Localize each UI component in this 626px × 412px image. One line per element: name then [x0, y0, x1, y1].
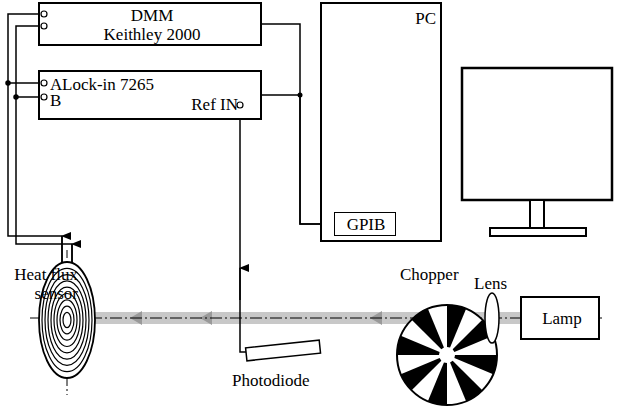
photodiode [240, 108, 321, 361]
part-label: Lens [474, 275, 507, 294]
node-text: Keithley 2000 [104, 26, 201, 45]
node-text: Lamp [542, 310, 582, 329]
lamp-box: Lamp [520, 296, 600, 340]
part-label: Photodiode [232, 372, 309, 391]
sensor-wires [6, 14, 72, 262]
lens [485, 293, 499, 343]
node-text: PC [415, 10, 436, 29]
part-label: Heat flux sensor [2, 266, 78, 303]
instrument-box: Lock-in 7265ABRef IN [38, 70, 262, 120]
node-text: Ref IN [191, 96, 238, 115]
junction-dot [298, 93, 303, 98]
instrument-box: DMMKeithley 2000 [38, 2, 262, 46]
node-text: B [50, 92, 61, 111]
monitor [462, 68, 612, 236]
node-text: DMM [131, 7, 174, 26]
interface-box: GPIB [334, 212, 396, 236]
light-beam [30, 250, 604, 395]
node-text: GPIB [347, 216, 386, 235]
computer-box: PC GPIB [320, 2, 442, 242]
node-text: Lock-in 7265 [62, 76, 154, 95]
part-label: Chopper [400, 266, 459, 285]
chopper-wheel [397, 305, 497, 405]
